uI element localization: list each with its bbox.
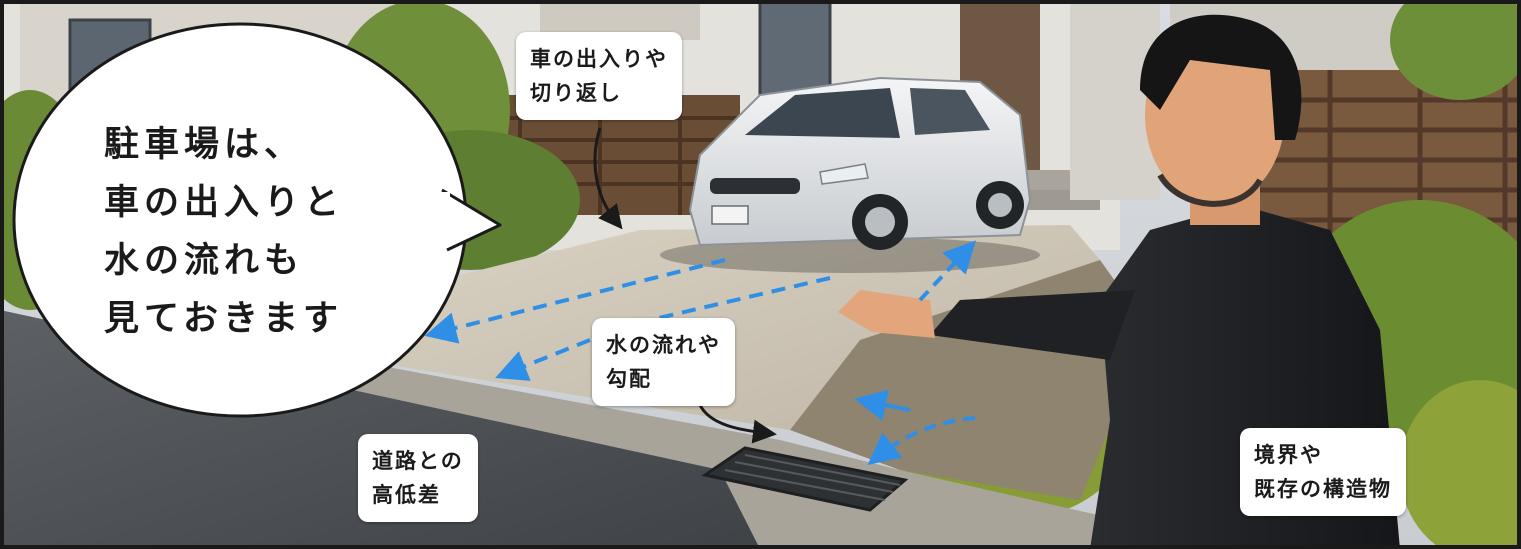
label-line: 境界や [1254, 443, 1323, 467]
bubble-line: 車の出入りと [104, 183, 345, 223]
label-line: 既存の構造物 [1254, 477, 1392, 501]
label-line: 車の出入りや [530, 47, 668, 71]
label-line: 切り返し [530, 81, 622, 105]
curb-stones [330, 360, 1120, 549]
label-road-height: 道路との 高低差 [358, 434, 478, 522]
bubble-line: 駐車場は、 [104, 125, 305, 165]
water-flow-arrows [424, 240, 976, 465]
bubble-line: 水の流れも [104, 241, 305, 281]
label-water-flow: 水の流れや 勾配 [592, 318, 735, 406]
bubble-line: 見ておきます [104, 299, 343, 339]
label-line: 勾配 [606, 367, 652, 391]
label-line: 高低差 [372, 483, 441, 507]
label-line: 水の流れや [606, 333, 721, 357]
drain-grate [701, 446, 909, 512]
speech-bubble-text: 駐車場は、 車の出入りと 水の流れも 見ておきます [104, 116, 424, 348]
label-boundary: 境界や 既存の構造物 [1240, 428, 1406, 516]
label-line: 道路との [372, 449, 464, 473]
callout-arrows [593, 127, 777, 444]
outstretched-hand [838, 290, 935, 338]
speech-bubble [12, 22, 502, 418]
label-car-access: 車の出入りや 切り返し [516, 32, 682, 120]
